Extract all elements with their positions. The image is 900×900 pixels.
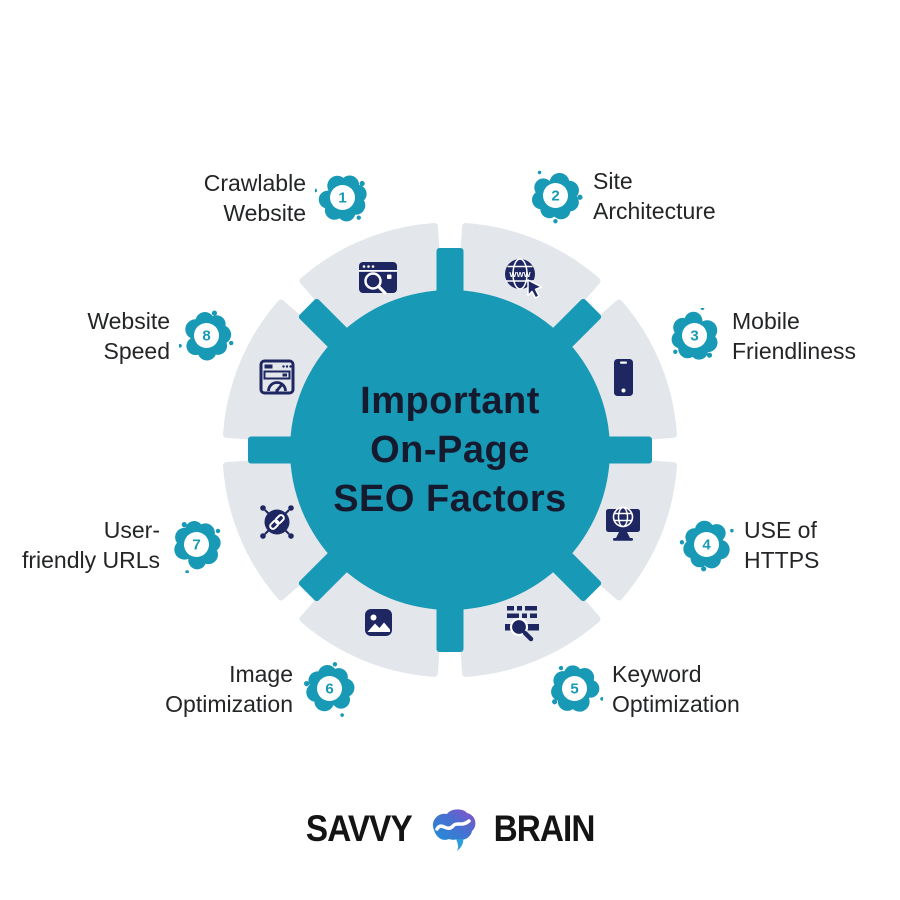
badge-7: 7 (169, 517, 225, 573)
factor-2-line-1: Site (593, 168, 633, 194)
title-line-2: On-Page (370, 429, 530, 471)
factor-7-user-friendly-urls: User- friendly URLs 7 (22, 515, 225, 575)
svg-text:WWW: WWW (509, 270, 531, 279)
svg-text:2: 2 (551, 188, 559, 205)
factor-4-line-1: USE of (744, 517, 817, 543)
https-icon (606, 506, 640, 541)
factor-1-line-1: Crawlable (203, 170, 306, 196)
logo-text-brain: BRAIN (493, 808, 595, 849)
svg-text:5: 5 (570, 681, 578, 698)
brain-icon (432, 809, 476, 851)
badge-2: 2 (528, 168, 584, 224)
factor-3-line-2: Friendliness (732, 338, 856, 364)
factor-2-line-2: Architecture (593, 198, 716, 224)
factor-8-website-speed: Website Speed 8 (87, 306, 235, 366)
website-speed-icon (259, 359, 295, 395)
center-circle (290, 290, 610, 610)
factor-7-line-1: User- (103, 517, 160, 543)
factor-1-line-2: Website (223, 200, 306, 226)
svg-text:4: 4 (702, 537, 711, 554)
factor-8-line-2: Speed (103, 338, 170, 364)
title-line-1: Important (360, 380, 540, 422)
site-architecture-icon: WWW (505, 258, 543, 299)
diagram-title: Important On-Page SEO Factors (290, 377, 610, 524)
factor-6-line-1: Image (229, 661, 293, 687)
factor-3-line-1: Mobile (732, 308, 800, 334)
logo-text-savvy: SAVVY (305, 808, 413, 849)
badge-5: 5 (547, 661, 603, 717)
svg-text:7: 7 (192, 537, 200, 554)
factor-6-image-optimization: Image Optimization 6 (165, 659, 358, 719)
title-line-3: SEO Factors (333, 478, 567, 520)
keyword-optimization-icon (505, 606, 539, 642)
factor-1-crawlable-website: Crawlable Website 1 (204, 168, 371, 228)
factor-7-line-2: friendly URLs (21, 547, 160, 573)
image-optimization-icon (365, 609, 392, 636)
factor-8-line-1: Website (87, 308, 170, 334)
mobile-friendliness-icon (614, 359, 633, 396)
crawlable-website-icon (359, 262, 397, 295)
factor-2-site-architecture: 2 Site Architecture (528, 166, 716, 226)
factor-5-line-2: Optimization (612, 691, 740, 717)
badge-6: 6 (302, 661, 358, 717)
factor-3-mobile-friendliness: 3 Mobile Friendliness (667, 306, 856, 366)
badge-1: 1 (315, 170, 371, 226)
badge-8: 8 (179, 308, 235, 364)
svg-text:1: 1 (338, 190, 346, 207)
badge-4: 4 (679, 517, 735, 573)
factor-5-line-1: Keyword (612, 661, 702, 687)
svg-text:6: 6 (325, 681, 333, 698)
savvy-brain-logo: SAVVY BRAIN (0, 801, 900, 857)
factor-4-use-of-https: 4 USE of HTTPS (679, 515, 819, 575)
factor-4-line-2: HTTPS (744, 547, 820, 573)
user-friendly-urls-icon (260, 505, 294, 539)
factor-5-keyword-optimization: 5 Keyword Optimization (547, 659, 740, 719)
svg-text:8: 8 (202, 328, 210, 345)
badge-3: 3 (667, 308, 723, 364)
svg-text:3: 3 (690, 328, 698, 345)
factor-6-line-2: Optimization (165, 691, 293, 717)
